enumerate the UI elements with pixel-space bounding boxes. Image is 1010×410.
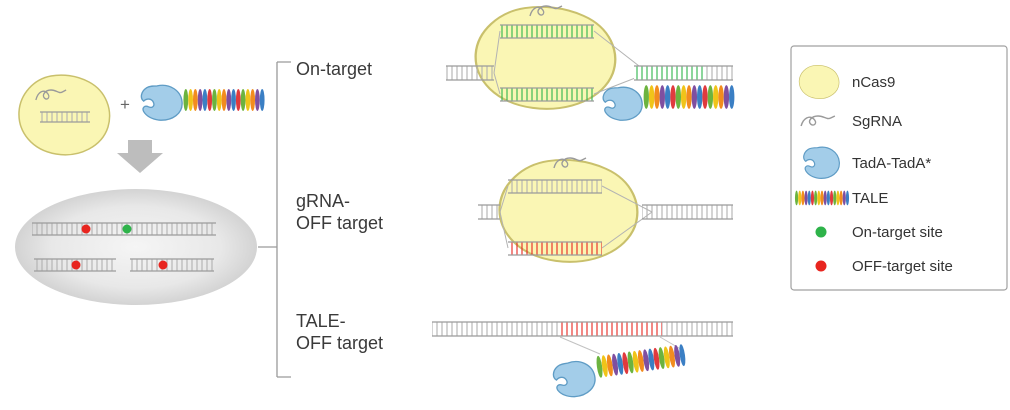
tada-icon: [140, 84, 183, 121]
plus-sign: +: [120, 95, 130, 114]
legend-box: [790, 45, 1008, 291]
bracket: [258, 61, 291, 378]
legend-label: SgRNA: [852, 113, 902, 130]
tada-icon: [602, 86, 643, 121]
cell-ellipse: [15, 189, 257, 305]
off-target-dot-icon: [71, 260, 81, 270]
on-target-dot-icon: [122, 224, 132, 234]
legend-item: TadA-TadA*: [803, 146, 931, 179]
dna-ladder: [130, 258, 214, 272]
tale-tada-complex: [551, 343, 687, 400]
on-target-scene: [446, 5, 735, 121]
branch-label-grna-off-1: gRNA-: [296, 191, 350, 211]
on-target-dot-icon: [815, 226, 827, 238]
legend-label: TALE: [852, 190, 888, 207]
branch-label-on-target: On-target: [296, 59, 372, 79]
legend-label: TadA-TadA*: [852, 155, 931, 172]
branch-label-tale-off-1: TALE-: [296, 311, 346, 331]
legend-item: OFF-target site: [815, 258, 953, 275]
down-arrow-icon: [117, 140, 163, 173]
legend-label: On-target site: [852, 224, 943, 241]
branch-label-grna-off-2: OFF target: [296, 213, 383, 233]
cell-group: [15, 189, 257, 305]
branch-label-tale-off-2: OFF target: [296, 333, 383, 353]
legend-item: nCas9: [798, 64, 895, 99]
legend-item: TALE: [794, 190, 888, 207]
off-target-dot-icon: [815, 260, 827, 272]
legend: nCas9 SgRNA TadA-TadA* TALE On-target si…: [790, 45, 1008, 291]
tale-icon: [183, 89, 265, 111]
tale-icon: [595, 343, 687, 379]
reagents-group: +: [18, 74, 265, 156]
grna-off-target-scene: [478, 157, 733, 264]
ncas9-icon: [798, 64, 840, 99]
dna-ladder: [32, 222, 216, 236]
dna-ladder: [40, 111, 90, 123]
tada-icon: [551, 358, 598, 400]
legend-label: OFF-target site: [852, 258, 953, 275]
dna-ladder: [34, 258, 116, 272]
off-target-dot-icon: [81, 224, 91, 234]
legend-item: SgRNA: [800, 113, 902, 130]
legend-item: On-target site: [815, 224, 943, 241]
off-target-dot-icon: [158, 260, 168, 270]
tale-icon: [794, 190, 850, 206]
tale-off-target-scene: [432, 321, 733, 400]
tale-icon: [643, 85, 735, 109]
legend-label: nCas9: [852, 74, 895, 91]
